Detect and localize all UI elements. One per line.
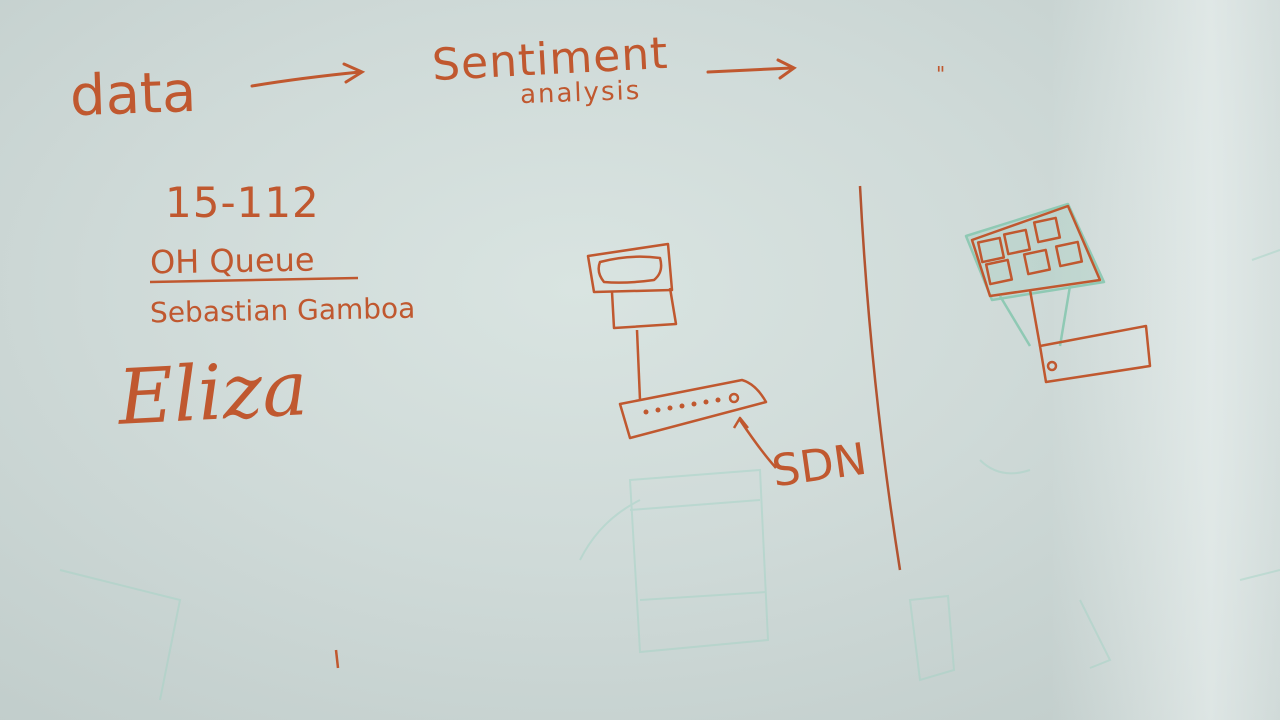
network-switch-sketch [618, 378, 777, 469]
underline [149, 276, 359, 284]
stray-mark [334, 649, 340, 669]
arrow-icon [706, 58, 797, 80]
light-glare [1050, 0, 1280, 720]
course-number: 15-112 [165, 178, 320, 227]
arrow-icon [250, 62, 366, 88]
divider-line [858, 185, 902, 571]
computer-sketch [586, 242, 678, 401]
vm-grid-sketch [964, 202, 1152, 384]
erased-sketches [59, 249, 1280, 701]
flow-step-quote-mark: " [936, 62, 946, 86]
